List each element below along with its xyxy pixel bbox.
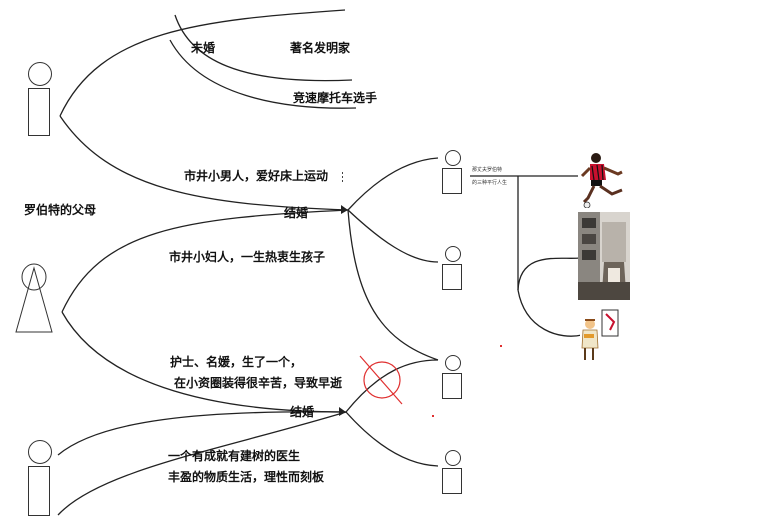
child-branch-1 bbox=[347, 157, 439, 211]
label-doctor-line1: 一个有成就有建树的医生 bbox=[168, 449, 301, 463]
branch-man-upper bbox=[59, 9, 346, 117]
label-unmarried: 未婚 bbox=[191, 41, 216, 55]
child-branch-4 bbox=[345, 359, 439, 413]
label-nurse-line1: 护士、名媛，生了一个， bbox=[170, 355, 303, 369]
label-married-top: 结婚 bbox=[284, 206, 309, 220]
label-married-bottom: 结婚 bbox=[290, 405, 315, 419]
label-common-man: 市井小男人，爱好床上运动 bbox=[184, 169, 329, 183]
cartoon-person-photo bbox=[580, 308, 620, 362]
branch-unmarried bbox=[174, 14, 353, 82]
branch-doctor-upper bbox=[57, 411, 347, 456]
label-motorcycle-racer: 竞速摩托车选手 bbox=[293, 91, 378, 105]
room-photo bbox=[578, 212, 630, 300]
arrowhead-top bbox=[341, 205, 348, 214]
tiny-caption-line1: 那丈夫罗伯特 bbox=[472, 167, 503, 173]
connector-curve-mid bbox=[517, 257, 581, 291]
branch-man-lower bbox=[59, 115, 349, 211]
connector-curve-low bbox=[517, 289, 583, 337]
child-branch-5 bbox=[345, 411, 439, 467]
branch-woman-lower bbox=[61, 311, 347, 413]
tiny-caption-line2: 的三种平行人生 bbox=[472, 180, 508, 186]
branch-woman-upper bbox=[61, 209, 349, 313]
branch-doctor-lower bbox=[57, 411, 347, 516]
label-nurse-line2: 在小资圈装得很辛苦，导致早逝 bbox=[174, 376, 343, 390]
branch-inventor-to-racer bbox=[169, 39, 357, 109]
cross-out-icon bbox=[359, 355, 403, 405]
child-branch-3 bbox=[347, 209, 439, 361]
label-famous-inventor: 著名发明家 bbox=[290, 41, 351, 55]
label-roberts-parents: 罗伯特的父母 bbox=[24, 203, 97, 217]
label-doctor-line2: 丰盈的物质生活，理性而刻板 bbox=[168, 470, 325, 484]
child-branch-2 bbox=[347, 209, 439, 263]
arrowhead-bottom bbox=[339, 407, 346, 416]
soccer-player-photo bbox=[578, 150, 630, 208]
label-common-woman: 市井小妇人，一生热衷生孩子 bbox=[169, 250, 326, 264]
